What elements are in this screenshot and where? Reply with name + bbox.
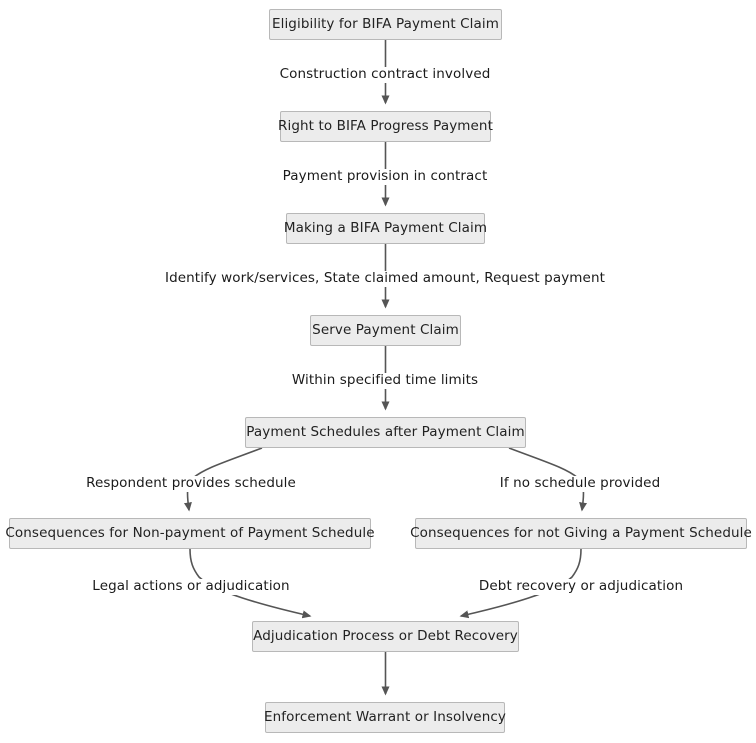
edge-label-text: If no schedule provided: [499, 475, 661, 491]
node-adjudication-process-or-debt-recovery[interactable]: Adjudication Process or Debt Recovery: [252, 621, 519, 652]
edge-label-text: Within specified time limits: [291, 372, 479, 388]
edge-label-text: Debt recovery or adjudication: [478, 578, 684, 594]
edge-label-respondent-provides-schedule: Respondent provides schedule: [83, 476, 299, 492]
edge-label-text: Construction contract involved: [279, 66, 491, 82]
node-label: Serve Payment Claim: [312, 321, 459, 338]
edge-label-construction-contract-involved: Construction contract involved: [276, 66, 494, 83]
edge-label-payment-provision-in-contract: Payment provision in contract: [279, 168, 491, 185]
node-enforcement-warrant-or-insolvency[interactable]: Enforcement Warrant or Insolvency: [264, 702, 506, 733]
node-right-to-bifa-progress-payment[interactable]: Right to BIFA Progress Payment: [278, 111, 493, 142]
node-label: Eligibility for BIFA Payment Claim: [271, 15, 500, 32]
edge-label-legal-actions-or-adjudication: Legal actions or adjudication: [89, 578, 293, 595]
node-consequences-for-not-giving-a-payment-schedule[interactable]: Consequences for not Giving a Payment Sc…: [410, 518, 752, 549]
node-label: Enforcement Warrant or Insolvency: [264, 708, 506, 725]
node-making-a-bifa-payment-claim[interactable]: Making a BIFA Payment Claim: [283, 213, 488, 244]
node-consequences-for-non-payment-of-payment-schedule[interactable]: Consequences for Non-payment of Payment …: [5, 518, 375, 549]
edge-label-text: Payment provision in contract: [282, 168, 488, 184]
node-label: Consequences for Non-payment of Payment …: [5, 524, 375, 541]
node-label: Right to BIFA Progress Payment: [278, 117, 493, 134]
node-label: Adjudication Process or Debt Recovery: [253, 627, 518, 644]
edge-label-text: Identify work/services, State claimed am…: [164, 270, 606, 286]
edge-label-if-no-schedule-provided: If no schedule provided: [496, 475, 664, 492]
node-label: Payment Schedules after Payment Claim: [246, 423, 525, 440]
edge-label-text: Respondent provides schedule: [86, 475, 296, 491]
node-label: Consequences for not Giving a Payment Sc…: [410, 524, 752, 541]
edge-label-identify-work-services: Identify work/services, State claimed am…: [161, 270, 609, 287]
node-serve-payment-claim[interactable]: Serve Payment Claim: [310, 315, 461, 346]
edge-label-debt-recovery-or-adjudication: Debt recovery or adjudication: [475, 578, 687, 595]
node-eligibility-for-bifa-payment-claim[interactable]: Eligibility for BIFA Payment Claim: [269, 9, 502, 40]
node-label: Making a BIFA Payment Claim: [283, 219, 488, 236]
edge-label-within-specified-time-limits: Within specified time limits: [288, 372, 482, 389]
node-payment-schedules-after-payment-claim[interactable]: Payment Schedules after Payment Claim: [245, 417, 526, 448]
edge-label-text: Legal actions or adjudication: [92, 578, 290, 594]
